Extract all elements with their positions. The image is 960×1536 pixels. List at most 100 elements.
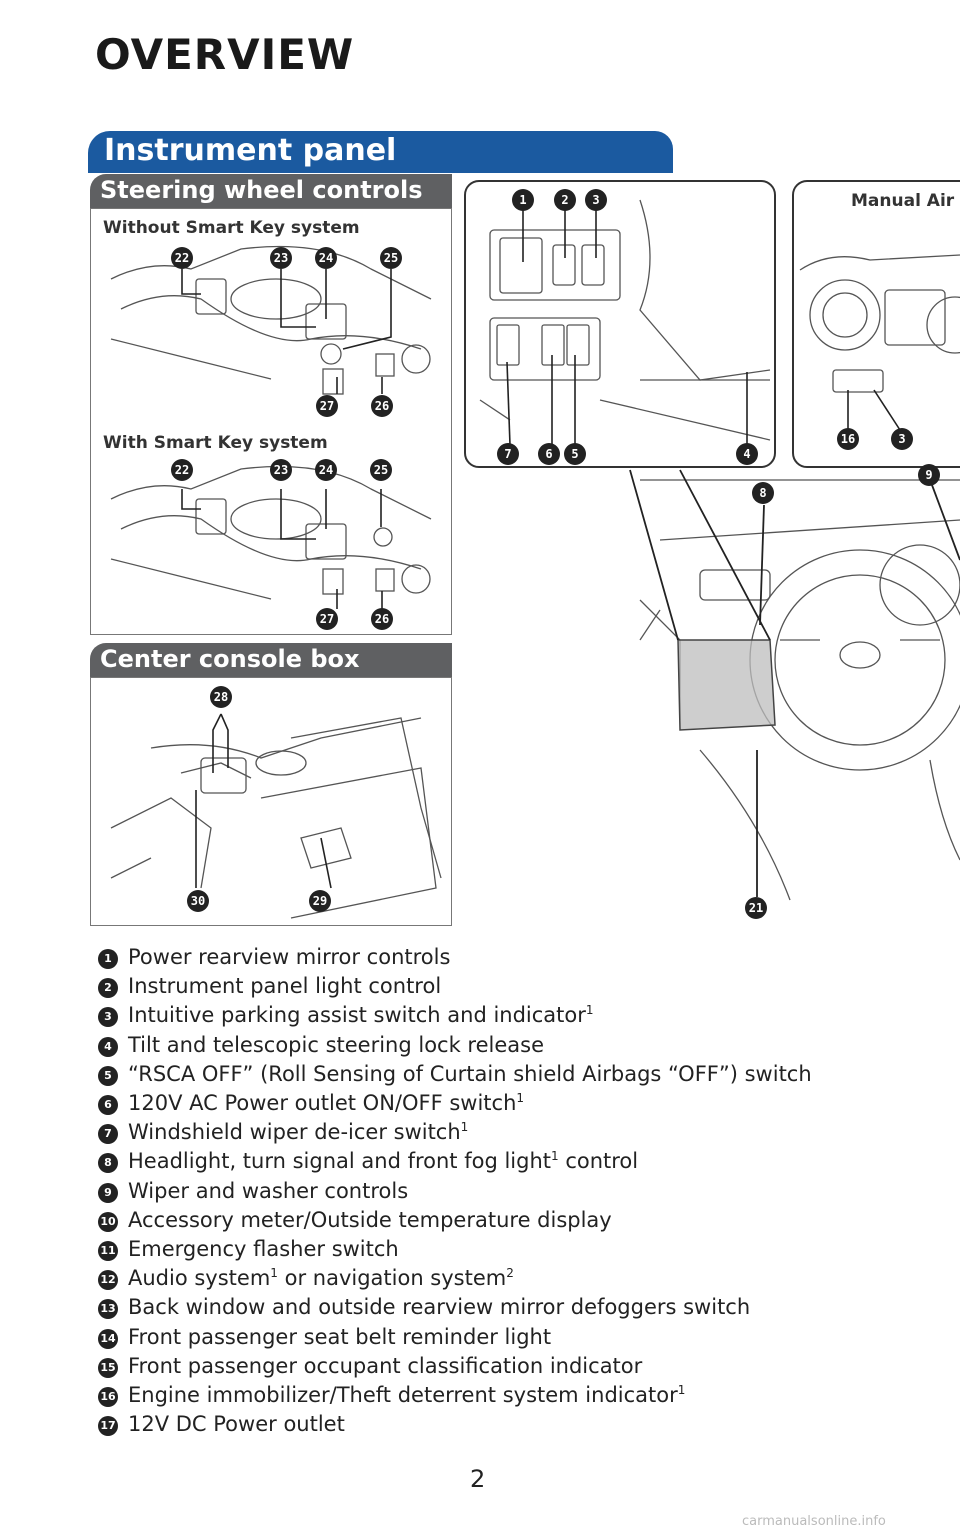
watermark: carmanualsonline.info [742,1514,886,1529]
legend-number: 13 [98,1299,118,1320]
legend-text: Front passenger occupant classification … [128,1354,642,1378]
legend-label: Engine immobilizer/Theft deterrent syste… [128,1383,678,1407]
legend-text: Instrument panel light control [128,974,441,998]
legend-text: Emergency flasher switch [128,1237,399,1261]
callout-23b: 23 [270,459,292,481]
legend-number: 9 [98,1182,118,1203]
page-number: 2 [470,1465,486,1493]
callout-3b: 3 [891,428,913,450]
callout-25: 25 [380,247,402,269]
legend-footnote: 1 [551,1149,559,1164]
callout-22: 22 [171,247,193,269]
legend-text: 120V AC Power outlet ON/OFF switch1 [128,1091,524,1115]
legend-text: Audio system1 or navigation system2 [128,1266,514,1290]
legend-number: 6 [98,1095,118,1115]
callout-27b: 27 [316,608,338,630]
without-smart-key-label: Without Smart Key system [103,218,360,238]
callout-29: 29 [309,890,331,912]
callout-9: 9 [918,464,940,486]
center-console-panel: 28 30 29 [90,677,452,926]
legend-text: Windshield wiper de-icer switch1 [128,1120,468,1144]
switch-panel-inset [464,180,776,468]
legend-number: 10 [98,1211,118,1232]
legend-text: Engine immobilizer/Theft deterrent syste… [128,1383,685,1407]
legend-number: 17 [98,1416,118,1437]
with-smart-key-label: With Smart Key system [103,433,328,453]
legend-label: Tilt and telescopic steering lock releas… [128,1032,545,1057]
legend-label: Wiper and washer controls [128,1178,409,1203]
legend-label-tail: or navigation system [277,1266,507,1291]
callout-30: 30 [187,890,209,912]
legend-number: 1 [98,949,118,969]
legend-footnote: 1 [516,1091,525,1105]
console-illustration [110,713,442,919]
callout-4: 4 [736,443,758,465]
callout-26: 26 [371,395,393,417]
legend-number: 5 [98,1065,118,1086]
legend-label-tail: control [558,1149,639,1174]
legend-text: Power rearview mirror controls [128,945,450,969]
legend-label: Headlight, turn signal and front fog lig… [128,1149,551,1174]
legend-text: Accessory meter/Outside temperature disp… [128,1208,612,1232]
legend-label: Accessory meter/Outside temperature disp… [128,1207,612,1232]
legend-number: 7 [98,1124,118,1145]
console-heading-tab: Center console box [90,643,452,677]
legend-footnote: 2 [506,1266,514,1281]
manual-air-label: Manual Air [851,191,955,211]
steering-controls-panel: Without Smart Key system With Smart Key … [90,208,452,635]
legend-number: 11 [98,1241,118,1261]
legend-text: 12V DC Power outlet [128,1412,345,1436]
page-title: OVERVIEW [95,30,355,79]
legend-number: 15 [98,1357,118,1378]
legend-label: Front passenger seat belt reminder light [128,1324,552,1349]
section-header-instrument-panel: Instrument panel [88,131,673,173]
legend-text: Headlight, turn signal and front fog lig… [128,1149,638,1173]
callout-26b: 26 [371,608,393,630]
callout-2: 2 [554,189,576,211]
legend-text: Intuitive parking assist switch and indi… [128,1003,594,1027]
legend-label: Power rearview mirror controls [128,945,451,969]
callout-8: 8 [752,482,774,504]
callout-23: 23 [270,247,292,269]
legend-text: Wiper and washer controls [128,1179,408,1203]
callout-6: 6 [538,443,560,465]
console-heading: Center console box [100,645,360,673]
legend-text: Front passenger seat belt reminder light [128,1325,551,1349]
legend-label: 120V AC Power outlet ON/OFF switch [128,1091,517,1115]
legend-footnote: 1 [460,1120,469,1135]
legend-label: Intuitive parking assist switch and indi… [128,1003,586,1028]
callout-3: 3 [585,189,607,211]
callout-1: 1 [512,189,534,211]
legend-number: 4 [98,1036,118,1057]
callout-28: 28 [210,686,232,708]
dashboard-illustration [464,180,960,901]
steering-illustration [110,245,432,609]
legend-label: Instrument panel light control [128,974,442,999]
legend-text: “RSCA OFF” (Roll Sensing of Curtain shie… [128,1062,812,1086]
legend-label: “RSCA OFF” (Roll Sensing of Curtain shie… [128,1061,812,1086]
callout-25b: 25 [370,459,392,481]
legend-number: 3 [98,1007,118,1028]
legend-text: Back window and outside rearview mirror … [128,1295,750,1319]
legend-label: Windshield wiper de-icer switch [128,1120,461,1145]
legend-label: 12V DC Power outlet [128,1412,345,1437]
legend-footnote: 1 [585,1003,594,1018]
callout-22b: 22 [171,459,193,481]
legend-number: 14 [98,1328,118,1349]
legend-number: 12 [98,1270,118,1291]
legend-label: Emergency flasher switch [128,1237,399,1261]
legend-text: Tilt and telescopic steering lock releas… [128,1033,544,1057]
steering-heading-tab: Steering wheel controls [90,174,452,208]
callout-24b: 24 [315,459,337,481]
legend-number: 2 [98,978,118,999]
legend-number: 8 [98,1153,118,1174]
steering-heading: Steering wheel controls [100,176,423,204]
callout-24: 24 [315,247,337,269]
callout-7: 7 [497,443,519,465]
legend-label: Back window and outside rearview mirror … [128,1295,751,1320]
callout-27: 27 [316,395,338,417]
legend-label: Audio system [128,1266,271,1291]
callout-5: 5 [564,443,586,465]
manual-air-inset [792,180,960,468]
callout-21: 21 [745,897,767,919]
